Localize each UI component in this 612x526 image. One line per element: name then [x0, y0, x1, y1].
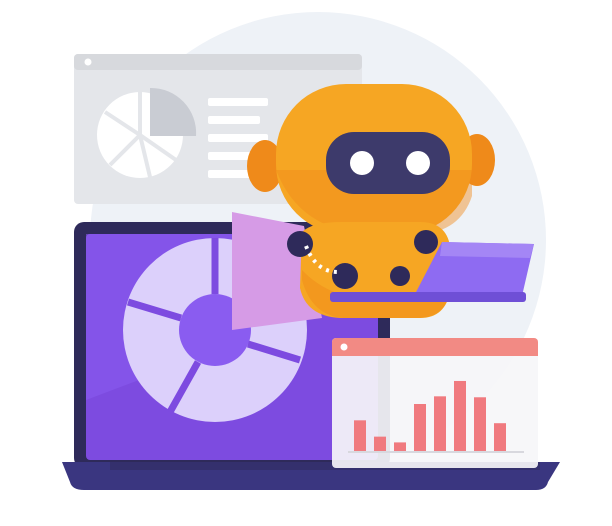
- robot-icon: [247, 84, 495, 318]
- bar-1: [354, 420, 366, 452]
- bar-3: [394, 442, 406, 452]
- robot-laptop-icon: [330, 242, 534, 302]
- bar-8: [494, 423, 506, 452]
- bar-chart-bars: [348, 380, 524, 453]
- bar-5: [434, 396, 446, 452]
- bar-7: [474, 397, 486, 452]
- bar-4: [414, 404, 426, 452]
- bar-chart-window-icon: [332, 338, 538, 468]
- bar-2: [374, 436, 386, 452]
- bar-6: [454, 380, 466, 452]
- pie-chart-icon: [97, 87, 197, 178]
